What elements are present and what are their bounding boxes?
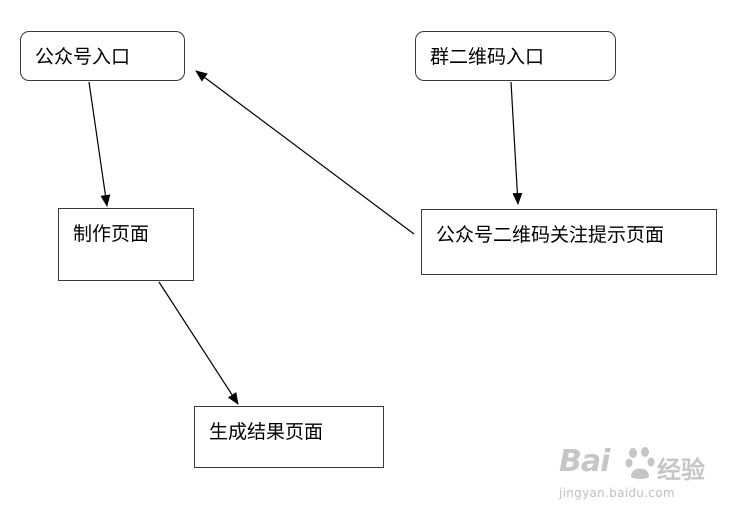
node-label: 公众号入口 [35, 46, 131, 68]
paw-icon [625, 447, 655, 479]
node-follow-prompt-page: 公众号二维码关注提示页面 [421, 209, 717, 275]
arrow-follow-to-entry [195, 70, 415, 235]
arrow-entry-to-make [88, 81, 111, 207]
watermark-logo-text: Bai [559, 444, 610, 479]
watermark-url: jingyan.baidu.com [559, 486, 675, 500]
node-result-page: 生成结果页面 [194, 406, 384, 468]
baidu-jingyan-watermark: Bai 经验 jingyan.baidu.com [559, 444, 709, 506]
node-make-page: 制作页面 [58, 208, 194, 281]
node-label: 群二维码入口 [430, 46, 545, 68]
node-label: 公众号二维码关注提示页面 [436, 224, 665, 246]
node-gongzhonghao-entry: 公众号入口 [20, 31, 185, 81]
node-label: 生成结果页面 [209, 421, 324, 443]
node-label: 制作页面 [73, 223, 150, 245]
arrow-make-to-result [158, 281, 239, 405]
watermark-brand: 经验 [657, 456, 705, 484]
arrow-qun-to-follow [510, 81, 523, 205]
node-qun-qrcode-entry: 群二维码入口 [415, 31, 616, 81]
